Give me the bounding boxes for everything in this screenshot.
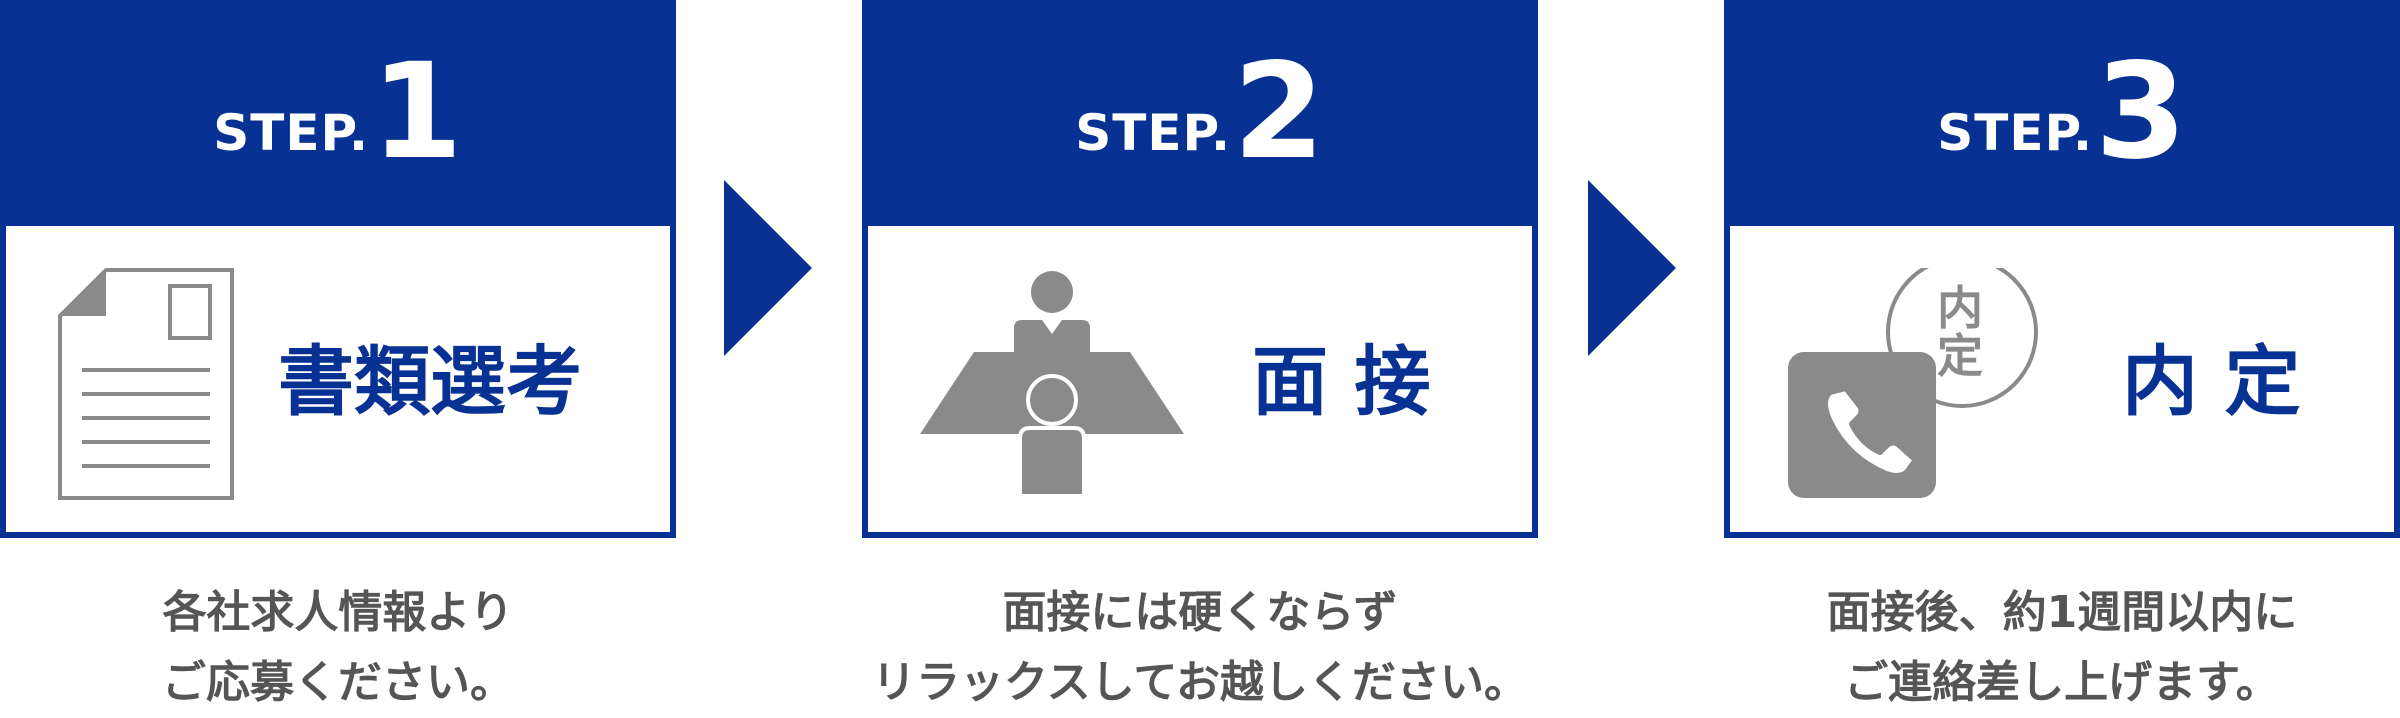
step-1-title: 書類選考 [278, 337, 582, 426]
step-3-label: STEP. [1937, 104, 2093, 162]
step-2-header: STEP. 2 [868, 6, 1532, 226]
arrow-right-icon [1588, 180, 1676, 356]
step-2-label: STEP. [1075, 104, 1231, 162]
step-1: STEP. 1 書類選考 各社求人情報より ご応募ください。 [0, 0, 676, 708]
step-3-number: 3 [2094, 35, 2187, 190]
step-2-description-line-2: リラックスしてお越しください。 [871, 657, 1529, 708]
step-2-description-line-1: 面接には硬くならず [1002, 587, 1398, 638]
step-2-box: STEP. 2 面 接 [862, 0, 1538, 538]
step-2-number: 2 [1232, 35, 1325, 190]
step-1-description-line-2: ご応募ください。 [162, 657, 514, 708]
phone-icon: 内 定 [1788, 268, 2038, 498]
arrow-right-icon [724, 180, 812, 356]
interview-icon [920, 271, 1184, 498]
step-1-box: STEP. 1 書類選考 [0, 0, 676, 538]
step-3-box: STEP. 3 内 定 内 定 [1724, 0, 2400, 538]
step-2: STEP. 2 面 接 面接には硬くならず リラックスしてお越しください。 [862, 0, 1538, 708]
offer-badge-char-1: 内 [1937, 281, 1983, 335]
step-2-description: 面接には硬くならず リラックスしてお越しください。 [862, 578, 1538, 718]
document-icon [58, 268, 234, 500]
step-3: STEP. 3 内 定 内 定 面接後、約1週間以内に ご連絡差し上げます。 [1724, 0, 2400, 708]
step-1-label: STEP. [213, 104, 369, 162]
step-3-description-line-2: ご連絡差し上げます。 [1844, 657, 2280, 708]
step-1-number: 1 [370, 35, 463, 190]
offer-badge-char-2: 定 [1937, 329, 1983, 383]
step-1-header: STEP. 1 [6, 6, 670, 226]
step-3-description: 面接後、約1週間以内に ご連絡差し上げます。 [1724, 578, 2400, 718]
step-1-description: 各社求人情報より ご応募ください。 [0, 578, 676, 718]
step-3-description-line-1: 面接後、約1週間以内に [1826, 587, 2298, 638]
step-1-description-line-1: 各社求人情報より [162, 587, 514, 638]
step-3-title: 内 定 [2122, 337, 2301, 426]
step-2-title: 面 接 [1252, 337, 1431, 426]
step-3-header: STEP. 3 [1730, 6, 2394, 226]
